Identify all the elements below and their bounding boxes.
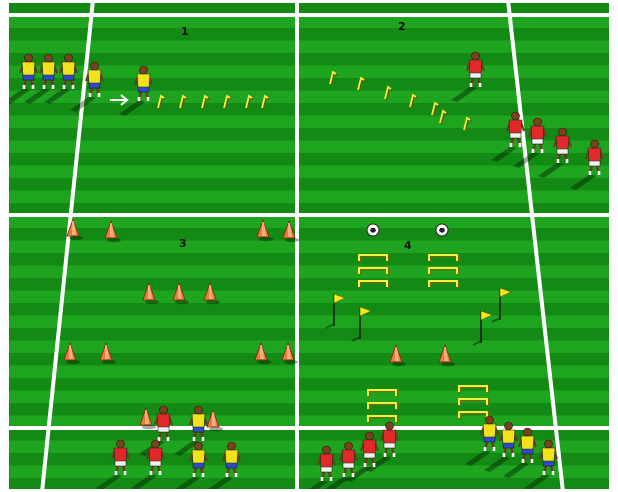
grass-stripe — [0, 41, 618, 54]
grass-stripe — [0, 241, 618, 254]
grass-stripe — [0, 341, 618, 354]
grass-stripe — [0, 291, 618, 304]
grass-stripe — [0, 466, 618, 479]
grass-stripe — [0, 253, 618, 266]
grass-stripe — [0, 116, 618, 129]
grass-stripe — [0, 316, 618, 329]
grass-stripe — [0, 378, 618, 391]
grass-stripe — [0, 216, 618, 229]
grass-stripe — [0, 391, 618, 404]
zone-label-1: 1 — [181, 25, 189, 38]
zone-label-4: 4 — [404, 239, 412, 252]
grass-stripe — [0, 228, 618, 241]
grass-stripe — [0, 103, 618, 116]
zone-label-2: 2 — [398, 20, 406, 33]
grass-stripe — [0, 91, 618, 104]
grass-stripe — [0, 403, 618, 416]
grass-stripe — [0, 303, 618, 316]
grass-stripe — [0, 328, 618, 341]
grass-stripe — [0, 478, 618, 491]
grass-stripe — [0, 353, 618, 366]
grass-stripe — [0, 178, 618, 191]
grass-stripe — [0, 191, 618, 204]
grass-stripe — [0, 28, 618, 41]
grass-stripe — [0, 278, 618, 291]
soccer-ball-icon — [436, 224, 448, 236]
soccer-ball-icon — [367, 224, 379, 236]
grass-stripe — [0, 266, 618, 279]
zone-label-3: 3 — [179, 237, 187, 250]
grass-stripe — [0, 366, 618, 379]
